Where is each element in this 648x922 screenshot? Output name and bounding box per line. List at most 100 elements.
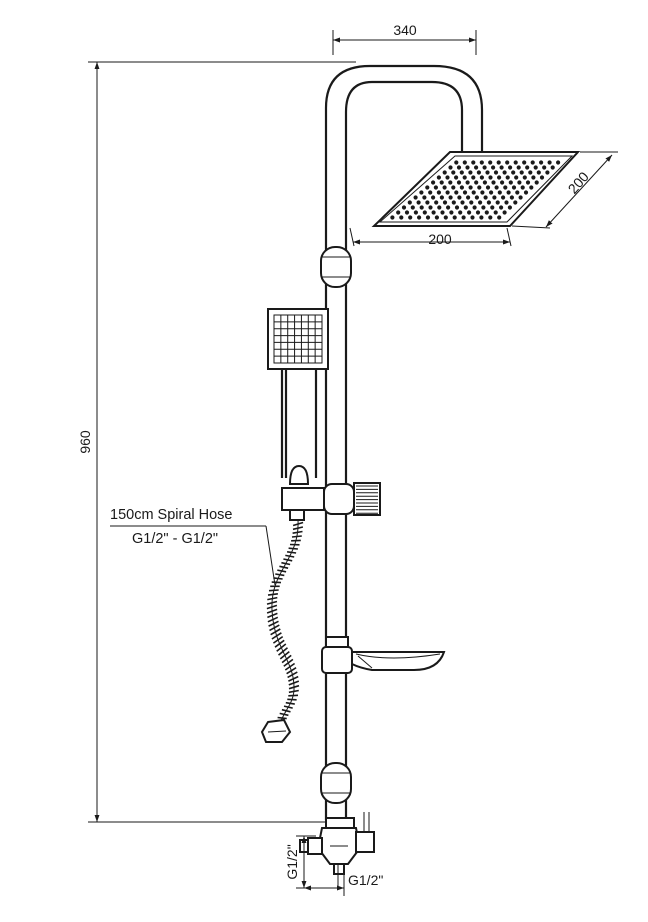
nozzle-dot xyxy=(483,195,488,200)
nozzle-dot xyxy=(513,160,518,165)
nozzle-dot xyxy=(436,175,441,180)
nozzle-dot xyxy=(533,165,538,170)
nozzle-dot xyxy=(437,205,442,210)
nozzle-dot xyxy=(522,160,527,165)
nozzle-dot xyxy=(493,210,498,215)
spiral-hose xyxy=(260,519,304,743)
nozzle-dot xyxy=(434,200,439,205)
hose-coil xyxy=(288,684,300,690)
hose-coil xyxy=(285,701,295,705)
nozzle-dot xyxy=(497,175,502,180)
hose-coil xyxy=(287,698,297,701)
dimension-inlet-horizontal-label: G1/2" xyxy=(348,872,383,888)
hose-coil xyxy=(270,628,281,636)
dimension-inlet-vertical-label: G1/2" xyxy=(284,844,300,879)
nozzle-dot xyxy=(459,170,464,175)
nozzle-dot xyxy=(439,180,444,185)
hose-coil xyxy=(281,654,292,664)
nozzle-dot xyxy=(465,180,470,185)
dimension-head-width: 200 xyxy=(349,227,512,247)
nozzle-dot xyxy=(520,185,525,190)
nozzle-dot xyxy=(481,205,486,210)
nozzle-dot xyxy=(516,165,521,170)
shower-head-nozzles xyxy=(390,160,561,220)
nozzle-dot xyxy=(500,180,505,185)
dimension-total-height: 960 xyxy=(77,61,356,823)
nozzle-dot xyxy=(518,195,523,200)
hose-coil xyxy=(267,612,278,619)
nozzle-dot xyxy=(493,170,499,175)
nozzle-dot xyxy=(451,185,456,190)
nozzle-dot xyxy=(472,205,477,210)
nozzle-dot xyxy=(479,175,484,180)
nozzle-dot xyxy=(469,200,474,205)
nozzle-dot xyxy=(528,170,533,175)
nozzle-dot xyxy=(445,190,450,195)
nozzle-dot xyxy=(525,180,531,185)
nozzle-dot xyxy=(468,170,473,175)
nozzle-dot xyxy=(407,200,412,205)
nozzle-dot xyxy=(479,215,484,220)
nozzle-dot xyxy=(448,165,453,170)
nozzle-dot xyxy=(410,205,415,210)
hose-coil xyxy=(291,535,302,538)
nozzle-dot xyxy=(504,200,509,205)
hose-label: 150cm Spiral Hose G1/2" - G1/2" xyxy=(110,507,276,586)
nozzle-dot xyxy=(442,200,448,205)
nozzle-dot xyxy=(440,210,445,215)
nozzle-dot xyxy=(519,170,524,175)
hose-coil xyxy=(281,561,291,566)
hose-coil xyxy=(287,671,298,679)
hose-coil xyxy=(283,558,293,562)
nozzle-dot xyxy=(542,165,547,170)
nozzle-dot xyxy=(456,165,462,170)
nozzle-dot xyxy=(451,170,456,175)
hose-coil xyxy=(284,662,296,671)
nozzle-dot xyxy=(522,175,527,180)
nozzle-dot xyxy=(491,165,496,170)
nozzle-dot xyxy=(497,190,502,195)
nozzle-dot xyxy=(396,210,401,215)
nozzle-dot xyxy=(462,190,468,195)
nozzle-dot xyxy=(484,210,489,215)
nozzle-dot xyxy=(471,160,476,165)
nozzle-dot xyxy=(506,190,511,195)
hose-coil xyxy=(276,643,287,652)
spiral-hose-coils xyxy=(266,521,304,720)
hose-coil xyxy=(266,608,278,614)
nozzle-dot xyxy=(488,160,493,165)
nozzle-dot xyxy=(514,175,519,180)
nozzle-dot xyxy=(454,160,459,165)
nozzle-dot xyxy=(431,195,436,200)
dimension-inlet: G1/2" G1/2" xyxy=(284,836,383,896)
nozzle-dot xyxy=(508,165,513,170)
nozzle-dot xyxy=(550,165,555,170)
lower-wall-bracket xyxy=(320,762,352,804)
hose-coil xyxy=(267,593,279,596)
nozzle-dot xyxy=(442,170,447,175)
holder-knob-knurl xyxy=(356,485,378,514)
dimension-top-width-label: 340 xyxy=(393,22,417,38)
nozzle-dot xyxy=(401,205,407,210)
hose-coil xyxy=(279,565,289,569)
nozzle-dot xyxy=(422,195,427,200)
nozzle-dot xyxy=(530,160,535,165)
nozzle-dot xyxy=(502,210,507,215)
nozzle-dot xyxy=(399,215,404,220)
dimension-top-width: 340 xyxy=(332,22,477,55)
hose-coil xyxy=(283,658,294,667)
nozzle-dot xyxy=(494,185,499,190)
hand-shower xyxy=(267,308,329,478)
nozzle-dot xyxy=(454,205,460,210)
nozzle-dot xyxy=(468,185,473,190)
nozzle-dot xyxy=(479,160,484,165)
nozzle-dot xyxy=(482,165,487,170)
hose-coil xyxy=(267,616,279,623)
nozzle-dot xyxy=(428,190,433,195)
nozzle-dot xyxy=(425,215,431,220)
nozzle-dot xyxy=(434,215,439,220)
nozzle-dot xyxy=(433,185,438,190)
nozzle-dot xyxy=(502,170,507,175)
nozzle-dot xyxy=(443,215,448,220)
nozzle-dot xyxy=(495,200,500,205)
